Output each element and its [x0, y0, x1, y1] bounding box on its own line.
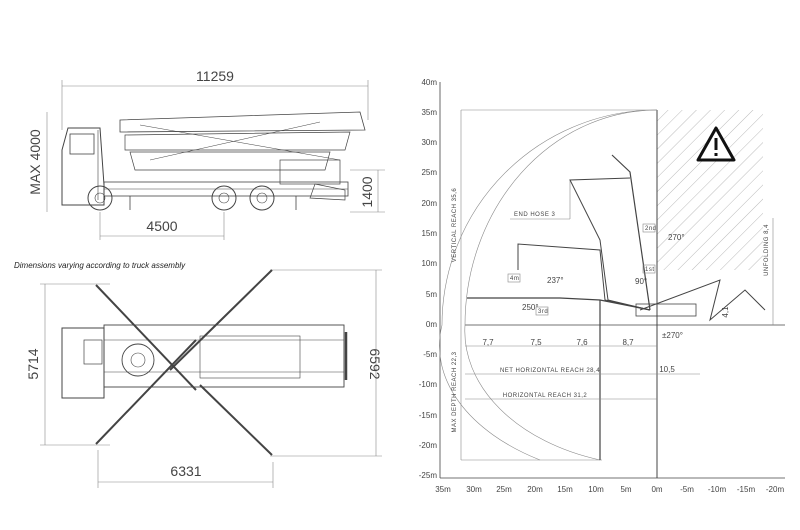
max-depth-label: MAX DEPTH REACH 22,3 [452, 351, 458, 432]
boom-folded [517, 243, 651, 311]
x-tick: 0m [651, 485, 662, 494]
outrigger-rear-label: 6592 [367, 348, 383, 379]
top-view: 5714 6592 6331 [25, 269, 383, 488]
y-tick: 0m [426, 320, 437, 329]
angle-250: 250° [522, 303, 539, 312]
segment-1: 7,7 [482, 338, 494, 347]
y-tick: 25m [421, 168, 437, 177]
y-tick: -5m [423, 350, 437, 359]
segment-4: 8,7 [622, 338, 634, 347]
y-tick: -15m [419, 411, 438, 420]
height-label: MAX 4000 [27, 129, 43, 195]
x-tick: 10m [588, 485, 604, 494]
x-tick: -5m [680, 485, 694, 494]
unfolding-label: UNFOLDING 8,4 [764, 224, 770, 276]
y-axis-ticks: 40m 35m 30m 25m 20m 15m 10m 5m 0m -5m -1… [419, 78, 438, 480]
assembly-note: Dimensions varying according to truck as… [14, 261, 186, 270]
boom-unfold [639, 279, 766, 322]
x-tick: 20m [527, 485, 543, 494]
boom-vertical [611, 154, 651, 311]
truck-mini [635, 303, 697, 317]
arm-label-4: 4m [510, 276, 519, 282]
segment-5: 10,5 [659, 365, 675, 374]
y-tick: -10m [419, 380, 438, 389]
segment-3: 7,6 [576, 338, 588, 347]
y-tick: 30m [421, 138, 437, 147]
x-tick: 5m [620, 485, 631, 494]
x-tick: -10m [708, 485, 727, 494]
y-tick: -25m [419, 471, 438, 480]
y-tick: 15m [421, 229, 437, 238]
outrigger-length-label: 6331 [170, 463, 201, 479]
x-tick: 15m [557, 485, 573, 494]
angle-rotation: ±270° [662, 331, 683, 340]
length-label: 11259 [196, 68, 234, 84]
reach-diagram: 40m 35m 30m 25m 20m 15m 10m 5m 0m -5m -1… [419, 78, 785, 494]
arm-label-3: 3rd [538, 309, 548, 315]
arm-label-2: 2nd [645, 226, 657, 232]
y-tick: 10m [421, 259, 437, 268]
x-axis-ticks: 35m 30m 25m 20m 15m 10m 5m 0m -5m -10m -… [435, 485, 784, 494]
y-tick: 20m [421, 199, 437, 208]
rear-height-label: 1400 [359, 176, 375, 207]
wheelbase-label: 4500 [146, 218, 177, 234]
side-view: 11259 MAX 4000 1400 [27, 68, 385, 240]
y-tick: 5m [426, 290, 437, 299]
y-tick: -20m [419, 441, 438, 450]
x-tick: 35m [435, 485, 451, 494]
segment-2: 7,5 [530, 338, 542, 347]
outrigger-front-label: 5714 [25, 348, 41, 379]
danger-zone [657, 110, 763, 270]
angle-237: 237° [547, 276, 564, 285]
x-tick: -15m [737, 485, 756, 494]
x-tick: 30m [466, 485, 482, 494]
segment-6: 4,1 [721, 306, 730, 318]
angle-90: 90° [635, 277, 647, 286]
angle-270: 270° [668, 233, 685, 242]
vertical-reach-label: VERTICAL REACH 35,6 [452, 188, 458, 263]
x-tick: 25m [496, 485, 512, 494]
x-tick: -20m [766, 485, 785, 494]
arm-label-1: 1st [645, 267, 655, 273]
y-tick: 35m [421, 108, 437, 117]
net-horizontal-label: NET HORIZONTAL REACH 28,4 [500, 368, 600, 374]
warning-triangle-icon [696, 126, 736, 162]
end-hose-label: END HOSE 3 [514, 212, 556, 218]
y-tick: 40m [421, 78, 437, 87]
boom-mid [569, 177, 651, 311]
horizontal-label: HORIZONTAL REACH 31,2 [503, 393, 588, 399]
boom-horizontal [467, 297, 651, 311]
